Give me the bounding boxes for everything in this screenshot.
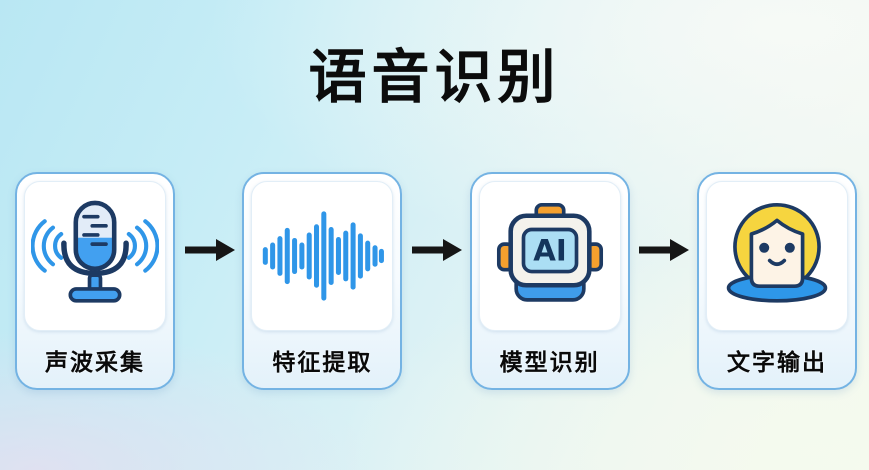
arrow-right-icon [639,239,690,261]
flow-arrow-2 [410,237,462,263]
step-label-feature-extraction: 特征提取 [272,349,373,376]
step-label-model-recognition: 模型识别 [499,349,600,376]
page-title: 语音识别 [308,43,561,111]
ai-robot-icon: AI [496,202,603,302]
icon-box [251,181,394,331]
microphone-icon [31,200,159,303]
step-label-sound-capture: 声波采集 [45,349,145,376]
icon-box [705,181,848,331]
face-icon [726,202,828,303]
flow-arrow-1 [183,237,235,263]
arrow-right-icon [184,239,235,261]
step-card-text-output: 文字输出 [696,172,857,390]
waveform-icon [263,211,385,301]
arrow-right-icon [411,239,462,261]
step-card-feature-extraction: 特征提取 [242,172,403,390]
step-label-text-output: 文字输出 [726,349,827,376]
step-card-sound-capture: 声波采集 [15,172,175,390]
icon-box: AI [478,181,621,331]
icon-box [24,181,166,331]
ai-screen-text: AI [533,234,567,268]
step-card-model-recognition: AI 模型识别 [469,172,630,390]
flow-arrow-3 [637,237,690,263]
flow-diagram: 声波采集 [0,172,869,390]
